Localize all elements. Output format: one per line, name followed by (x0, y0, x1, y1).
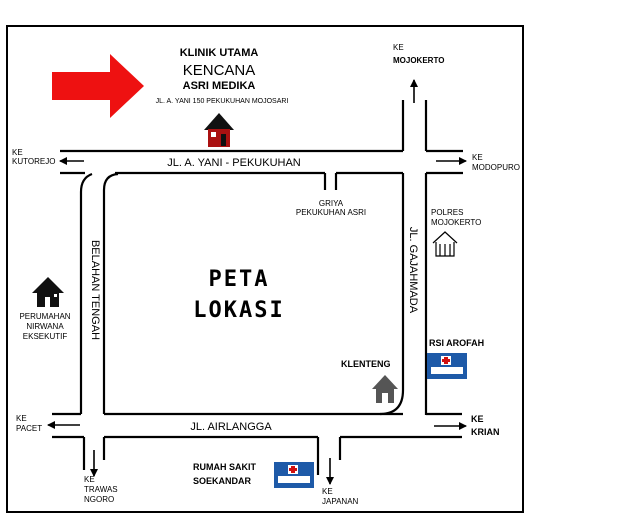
clinic-house-icon (204, 113, 234, 147)
street-label-a-yani: JL. A. YANI - PEKUKUHAN (167, 157, 301, 169)
dir-krian-ke: KE (471, 414, 484, 424)
landmark-rs-soekandar-line2: SOEKANDAR (193, 476, 252, 486)
landmark-perumahan-line3: EKSEKUTIF (23, 332, 68, 341)
center-label-line1: PETA (209, 267, 270, 292)
dir-modopuro-ke: KE (472, 153, 483, 162)
center-label-line2: LOKASI (193, 298, 284, 323)
clinic-title-line1: KLINIK UTAMA (180, 47, 259, 59)
landmark-griya-line2: PEKUKUHAN ASRI (296, 208, 366, 217)
dir-pacet-ke: KE (16, 414, 27, 423)
road-belahan-right-edge (102, 172, 119, 414)
landmark-griya-line1: GRIYA (319, 199, 344, 208)
dir-modopuro-name: MODOPURO (472, 163, 520, 172)
street-label-airlangga: JL. AIRLANGGA (190, 421, 272, 433)
dir-mojokerto-ke: KE (393, 43, 404, 52)
clinic-title-line3: ASRI MEDIKA (183, 80, 256, 92)
direction-arrows (47, 79, 467, 485)
landmark-klenteng: KLENTENG (341, 359, 391, 369)
temple-icon (372, 375, 398, 403)
red-arrow-icon (52, 54, 144, 118)
hospital-sign-icon (427, 353, 467, 379)
dir-kutorejo-ke: KE (12, 148, 23, 157)
dir-kutorejo-name: KUTOREJO (12, 157, 55, 166)
landmark-polres-line1: POLRES (431, 208, 463, 217)
clinic-title-line2: KENCANA (183, 62, 256, 79)
landmark-polres-line2: MOJOKERTO (431, 218, 481, 227)
landmark-perumahan-line1: PERUMAHAN (19, 312, 70, 321)
dir-trawas-ngoro: NGORO (84, 495, 114, 504)
road-trawas-spur (82, 437, 106, 470)
dir-trawas-ke: KE (84, 475, 95, 484)
landmark-rsi-arofah: RSI AROFAH (429, 338, 484, 348)
clinic-address: JL. A. YANI 150 PEKUKUHAN MOJOSARI (156, 98, 289, 105)
map-frame (6, 25, 524, 513)
dir-japanan-name: JAPANAN (322, 497, 359, 506)
street-label-gajahmada: JL. GAJAHMADA (407, 227, 419, 314)
dir-japanan-ke: KE (322, 487, 333, 496)
road-japanan-spur (316, 437, 342, 475)
dir-trawas-name: TRAWAS (84, 485, 118, 494)
landmark-perumahan-line2: NIRWANA (26, 322, 64, 331)
landmark-rs-soekandar-line1: RUMAH SAKIT (193, 462, 256, 472)
dir-krian-name: KRIAN (471, 427, 500, 437)
dir-pacet-name: PACET (16, 424, 42, 433)
hospital-sign-icon (274, 462, 314, 488)
dir-mojokerto-name: MOJOKERTO (393, 56, 444, 65)
street-label-belahan: BELAHAN TENGAH (89, 240, 101, 340)
road-griya-stub (323, 173, 338, 190)
house-icon (32, 277, 64, 307)
roads (52, 100, 463, 475)
police-building-icon (432, 231, 458, 257)
road-belahan-left-edge (79, 172, 93, 414)
